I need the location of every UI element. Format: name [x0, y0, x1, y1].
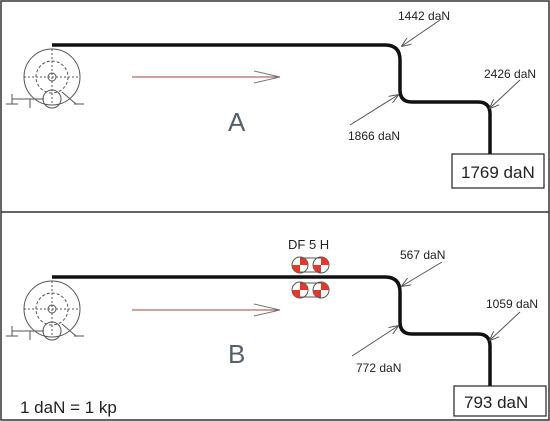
pipe-a	[52, 43, 492, 156]
direction-arrow-a	[132, 70, 281, 84]
direction-arrow-b	[132, 303, 281, 317]
force-pointer-a-right	[490, 79, 521, 108]
force-label-a-inner: 1866 daN	[348, 129, 400, 143]
force-pointer-a-inner	[349, 95, 398, 126]
force-label-b-top: 567 daN	[400, 248, 445, 262]
panel-b-letter: B	[228, 339, 245, 369]
result-box-b	[453, 385, 547, 417]
df5h-device-icon	[291, 256, 330, 299]
pipe-b	[52, 275, 492, 388]
device-label: DF 5 H	[288, 237, 329, 252]
force-pointer-b-top	[402, 261, 443, 286]
force-label-a-right: 2426 daN	[484, 67, 536, 81]
unit-note: 1 daN = 1 kp	[20, 398, 117, 417]
force-pointer-b-inner	[351, 326, 398, 357]
panel-a: A 1442 daN 1866 daN 2426 daN 1769 daN	[6, 9, 545, 189]
panel-a-letter: A	[228, 107, 246, 137]
hose-reel-machine-icon	[6, 280, 84, 341]
force-pointer-b-right	[490, 311, 521, 340]
result-box-a	[451, 153, 545, 189]
force-pointer-a-top	[402, 19, 441, 46]
force-label-a-top: 1442 daN	[398, 9, 450, 23]
result-value-a: 1769 daN	[461, 163, 535, 182]
force-label-b-right: 1059 daN	[486, 297, 538, 311]
force-label-b-inner: 772 daN	[356, 361, 401, 375]
panel-b: DF 5 H B 567 daN 772 daN 1059 daN 793 da…	[6, 237, 547, 417]
result-value-b: 793 daN	[464, 393, 528, 412]
hose-reel-machine-icon	[6, 48, 84, 109]
